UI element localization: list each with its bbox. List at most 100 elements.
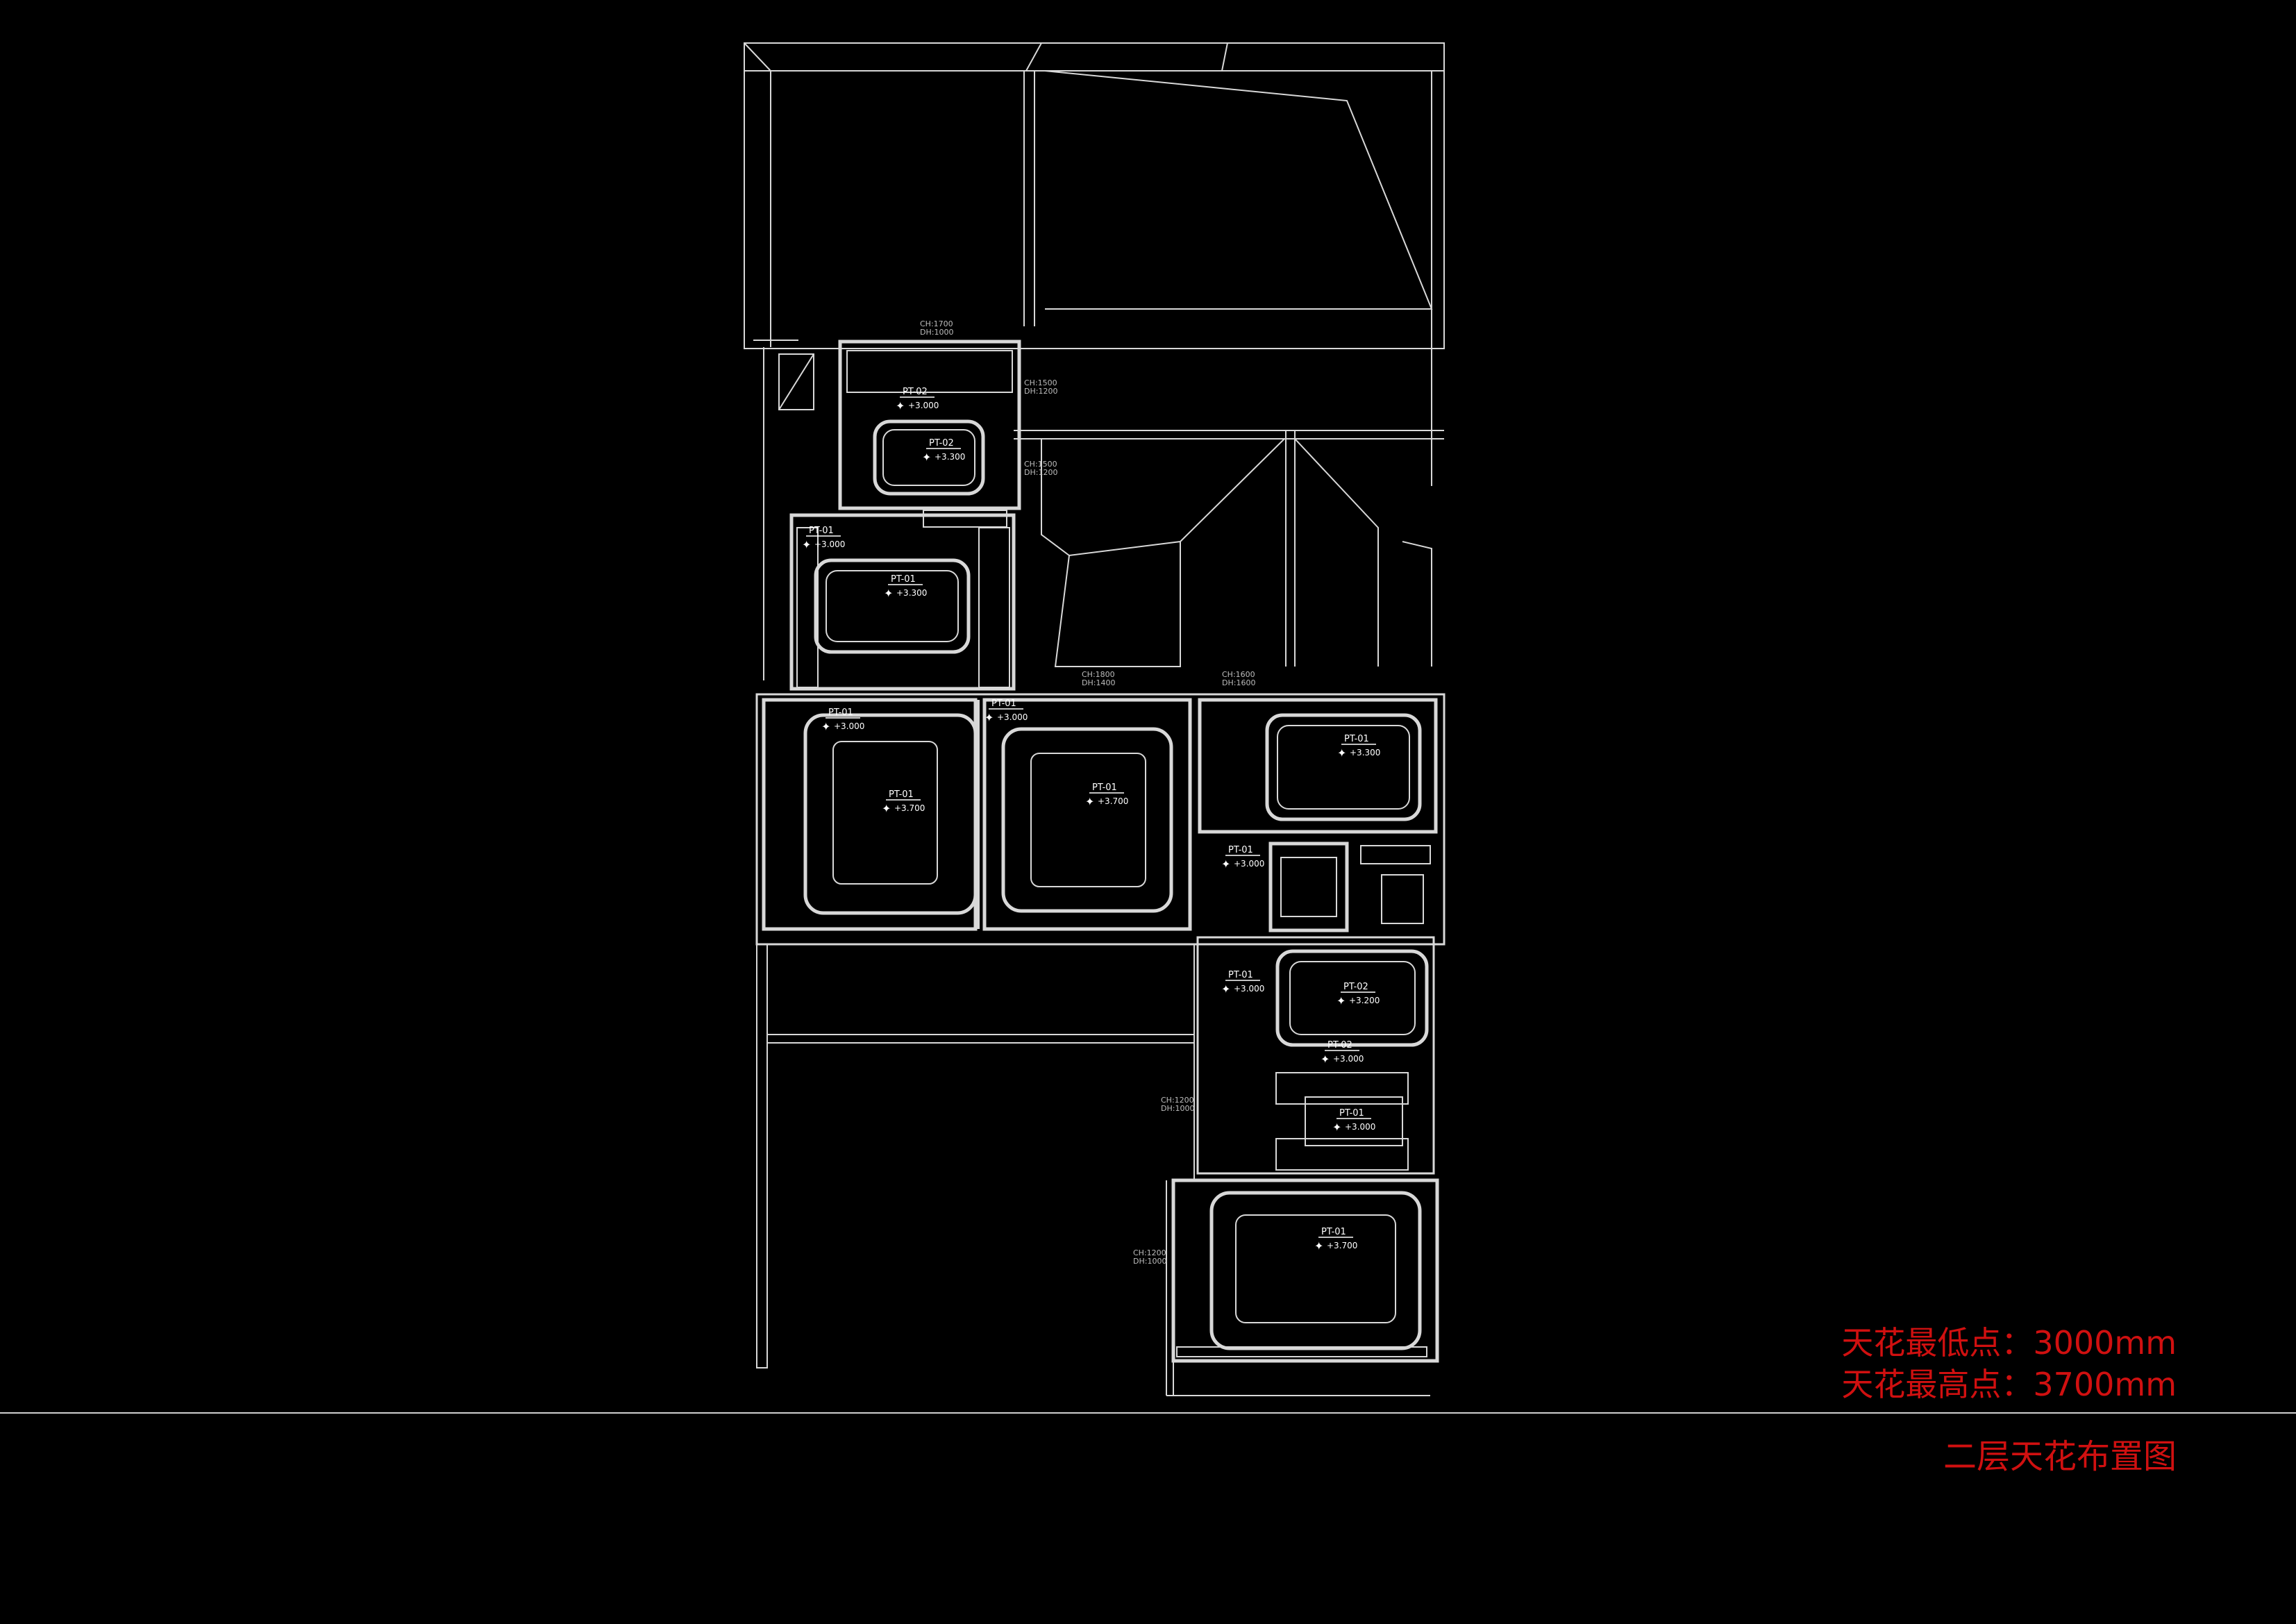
ceiling-tag: PT-01✦+3.000 [821, 708, 864, 733]
ceiling-tag-height: +3.700 [1327, 1241, 1357, 1250]
room-outline [762, 698, 978, 931]
wardrobe [978, 527, 1010, 688]
wardrobe [1275, 1072, 1409, 1105]
ceiling-tag-height: +3.000 [908, 401, 939, 410]
lowest-ceiling-note: 天花最低点：3000mm [1841, 1324, 2177, 1362]
ceiling-panel-inner [882, 429, 975, 486]
ceiling-tag-height: +3.300 [935, 452, 965, 462]
level-marker-icon: ✦ [821, 720, 830, 733]
level-marker-icon: ✦ [802, 538, 811, 551]
level-note-ch: CH:1600 [1222, 670, 1255, 679]
roof-shaft-hatch [778, 353, 814, 410]
ceiling-tag-code: PT-01 [809, 526, 834, 536]
ceiling-tag-height: +3.000 [834, 721, 864, 731]
ceiling-tag: PT-01 ✦ +3.300 [1337, 734, 1380, 760]
level-marker-icon: ✦ [1221, 982, 1230, 996]
level-marker-icon: ✦ [922, 451, 931, 464]
ceiling-panel-inner [1235, 1214, 1396, 1323]
closet [1360, 845, 1431, 864]
room-outline [789, 513, 1016, 691]
level-note-dh: DH:1000 [1161, 1104, 1194, 1113]
roof-hip [1294, 438, 1379, 667]
ceiling-tag-height: +3.000 [1333, 1054, 1364, 1064]
level-marker-icon: ✦ [1332, 1121, 1341, 1134]
level-note-dh: DH:1000 [920, 328, 953, 337]
ceiling-tag-height: +3.300 [896, 588, 927, 598]
ceiling-tag-height: +3.000 [1234, 984, 1264, 994]
ceiling-panel-inner [826, 570, 959, 642]
floor-outline [755, 693, 1446, 946]
ceiling-tag: PT-01 ✦+3.000 [802, 526, 845, 551]
ceiling-tag-code: PT-01 [1092, 782, 1117, 793]
ceiling-tag-code: PT-01 [1339, 1108, 1364, 1119]
level-note-ch: CH:1200 [1133, 1248, 1166, 1257]
level-notes: CH:1700DH:1000CH:1500DH:1200CH:1500DH:12… [920, 319, 1255, 1266]
ceiling-tag: PT-01 ✦+3.000 [984, 698, 1028, 724]
ceiling-tag-code: PT-01 [991, 698, 1016, 709]
room-outline [1196, 936, 1435, 1175]
level-note-dh: DH:1400 [1082, 678, 1115, 687]
ceiling-tag: PT-01 ✦ +3.000 [1332, 1108, 1375, 1134]
roof-shaft [778, 353, 814, 410]
ceiling-panel [1265, 713, 1422, 821]
ceiling-tag: PT-02✦+3.200 [1336, 982, 1380, 1007]
ceiling-tag-height: +3.000 [997, 712, 1028, 722]
level-note-dh: DH:1200 [1024, 387, 1057, 396]
ceiling-tag-height: +3.300 [1350, 748, 1380, 757]
roof-hip [1054, 542, 1181, 667]
level-note-ch: CH:1500 [1024, 378, 1057, 387]
ceiling-tag-height: +3.000 [814, 539, 845, 549]
ceiling-tag: PT-01 ✦+3.300 [884, 574, 927, 600]
ceiling-tag-height: +3.200 [1349, 996, 1380, 1005]
level-note-dh: DH:1000 [1133, 1257, 1166, 1266]
ceiling-tag-code: PT-01 [891, 574, 916, 585]
ceiling-panel [1209, 1191, 1422, 1350]
ceiling-tag-code: PT-02 [929, 438, 954, 449]
level-marker-icon: ✦ [1085, 795, 1094, 808]
level-note-ch: CH:1800 [1082, 670, 1115, 679]
level-note-ch: CH:1700 [920, 319, 953, 328]
level-marker-icon: ✦ [1337, 746, 1346, 760]
ceiling-tag: PT-01✦+3.700 [882, 789, 925, 815]
ceiling-tag-height: +3.000 [1345, 1122, 1375, 1132]
roof-hip [1044, 70, 1433, 310]
level-note-dh: DH:1600 [1222, 678, 1255, 687]
counter [1305, 1096, 1403, 1146]
roof-hip [1041, 438, 1285, 557]
ceiling-tag-code: PT-01 [1344, 734, 1369, 744]
ceiling-tag-code: PT-02 [1327, 1040, 1352, 1050]
ceiling-tag-code: PT-01 [889, 789, 914, 800]
level-marker-icon: ✦ [884, 587, 893, 600]
ceiling-tag-code: PT-01 [1228, 970, 1253, 980]
ceiling-panel-inner [1289, 961, 1416, 1035]
roof-slope-ridge [1025, 42, 1229, 72]
room-outline [846, 350, 1013, 393]
level-marker-icon: ✦ [984, 711, 994, 724]
ceiling-panel [814, 558, 971, 654]
ceiling-tag: PT-01✦+3.000 [1221, 845, 1264, 871]
level-note-dh: DH:1200 [1024, 468, 1057, 477]
roof-outline [744, 42, 1445, 349]
level-marker-icon: ✦ [1314, 1239, 1323, 1253]
level-marker-icon: ✦ [882, 802, 891, 815]
ceiling-tag-height: +3.700 [1098, 796, 1128, 806]
ceiling-tag: PT-02✦+3.000 [896, 387, 939, 412]
linework [744, 42, 1446, 1396]
room-tags: PT-02✦+3.000PT-02✦+3.300PT-01✦+3.000PT-0… [802, 387, 1380, 1253]
level-marker-icon: ✦ [1321, 1053, 1330, 1066]
level-marker-icon: ✦ [1336, 994, 1346, 1007]
roof-slope-left [744, 42, 771, 347]
room-outline [838, 340, 1021, 510]
ceiling-tag-code: PT-02 [903, 387, 928, 397]
ceiling-panel-inner [1277, 725, 1410, 810]
wardrobe [1275, 1138, 1409, 1171]
drawing-title: 二层天花布置图 [1943, 1437, 2177, 1476]
